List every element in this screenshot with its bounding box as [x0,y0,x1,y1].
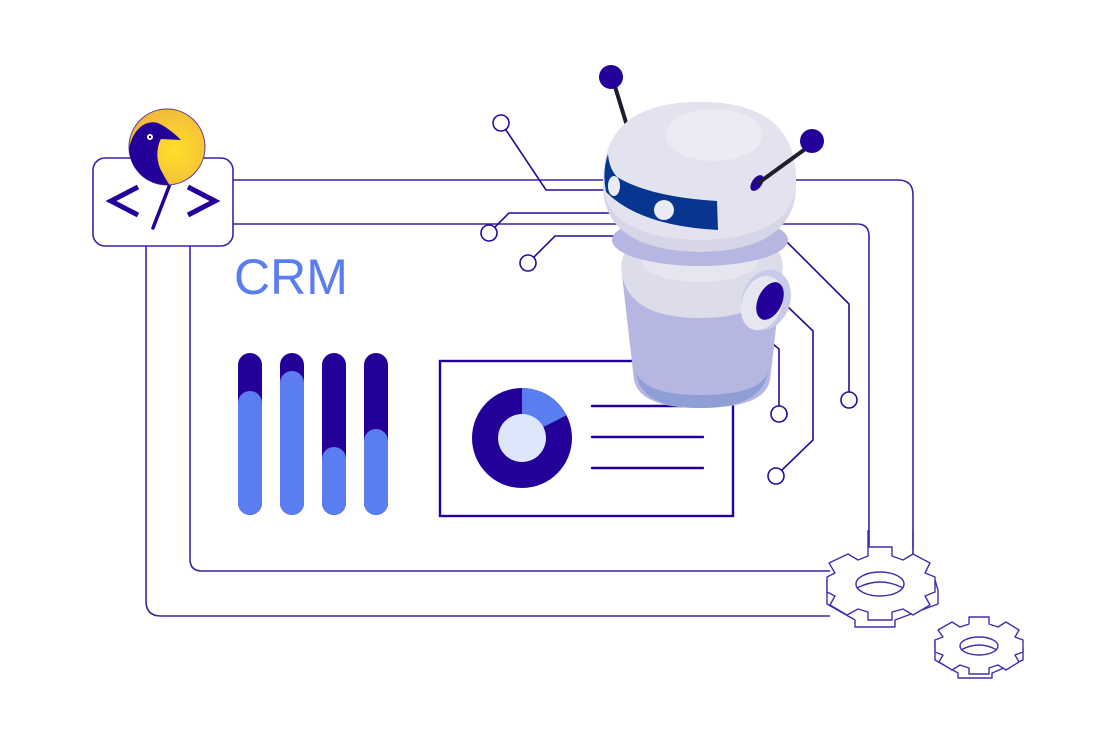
outer-frame [145,179,914,617]
left-circuits [480,114,622,272]
right-circuits [767,232,858,485]
crm-title: CRM [234,249,348,305]
bar-chart [238,353,388,515]
gear-icon [934,616,1024,679]
gear-icon [826,530,939,628]
inner-frame [189,223,870,572]
code-box [92,157,234,247]
bar-3 [322,353,346,515]
code-brackets-icon [105,182,221,230]
bar-2 [280,353,304,515]
robot-icon [599,65,824,408]
donut-chart [472,388,572,488]
bar-1 [238,353,262,515]
bird-logo-icon [128,108,206,186]
bar-4 [364,353,388,515]
